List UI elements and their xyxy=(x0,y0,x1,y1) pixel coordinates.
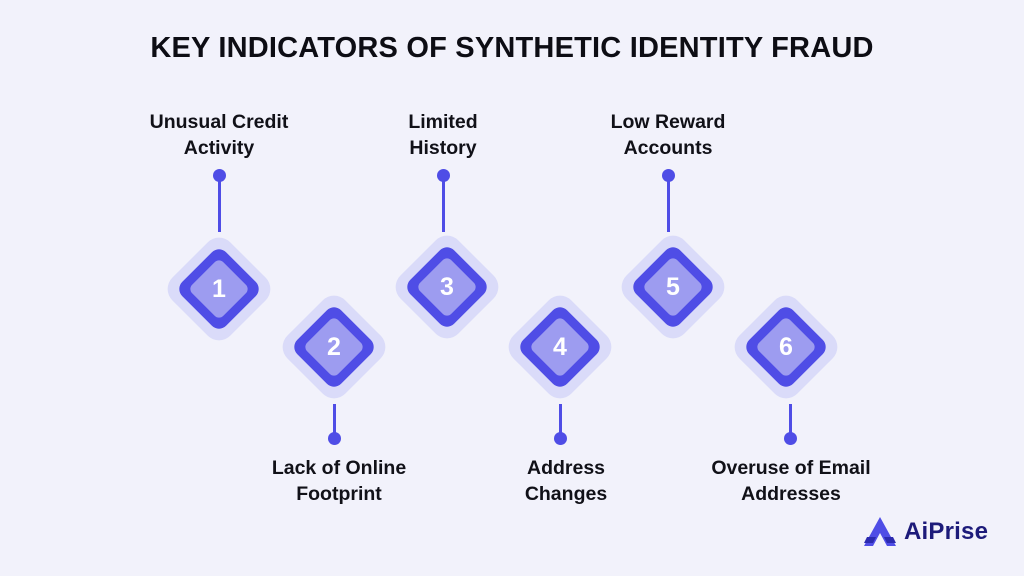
indicator-2-connector-dot xyxy=(328,432,341,445)
indicator-5-connector-line xyxy=(667,176,670,232)
page-title: KEY INDICATORS OF SYNTHETIC IDENTITY FRA… xyxy=(150,32,874,64)
indicator-4-connector-line xyxy=(559,404,562,436)
indicator-6-diamond: 6 xyxy=(727,288,845,406)
indicator-3-number: 3 xyxy=(440,272,454,301)
indicator-3-connector-line xyxy=(442,176,445,232)
logo-text: AiPrise xyxy=(904,518,989,545)
indicator-2-diamond: 2 xyxy=(275,288,393,406)
indicator-5-connector-dot xyxy=(662,169,675,182)
indicator-3-diamond: 3 xyxy=(388,228,506,346)
indicator-1-connector-dot xyxy=(213,169,226,182)
indicator-4-diamond: 4 xyxy=(501,288,619,406)
indicator-3-connector-dot xyxy=(437,169,450,182)
indicator-5-number: 5 xyxy=(666,272,680,301)
indicator-4-number: 4 xyxy=(553,332,567,361)
indicator-1-number: 1 xyxy=(212,274,226,303)
indicator-2-connector-line xyxy=(333,404,336,436)
aiprise-logo-icon xyxy=(864,517,896,546)
indicator-6-connector-dot xyxy=(784,432,797,445)
indicator-6-connector-line xyxy=(789,404,792,436)
indicator-4-connector-dot xyxy=(554,432,567,445)
indicator-1-diamond: 1 xyxy=(160,230,278,348)
aiprise-logo: AiPrise xyxy=(862,514,988,550)
indicator-5-diamond: 5 xyxy=(614,228,732,346)
indicator-6-number: 6 xyxy=(779,332,793,361)
indicator-1-connector-line xyxy=(218,176,221,232)
indicator-2-number: 2 xyxy=(327,332,341,361)
